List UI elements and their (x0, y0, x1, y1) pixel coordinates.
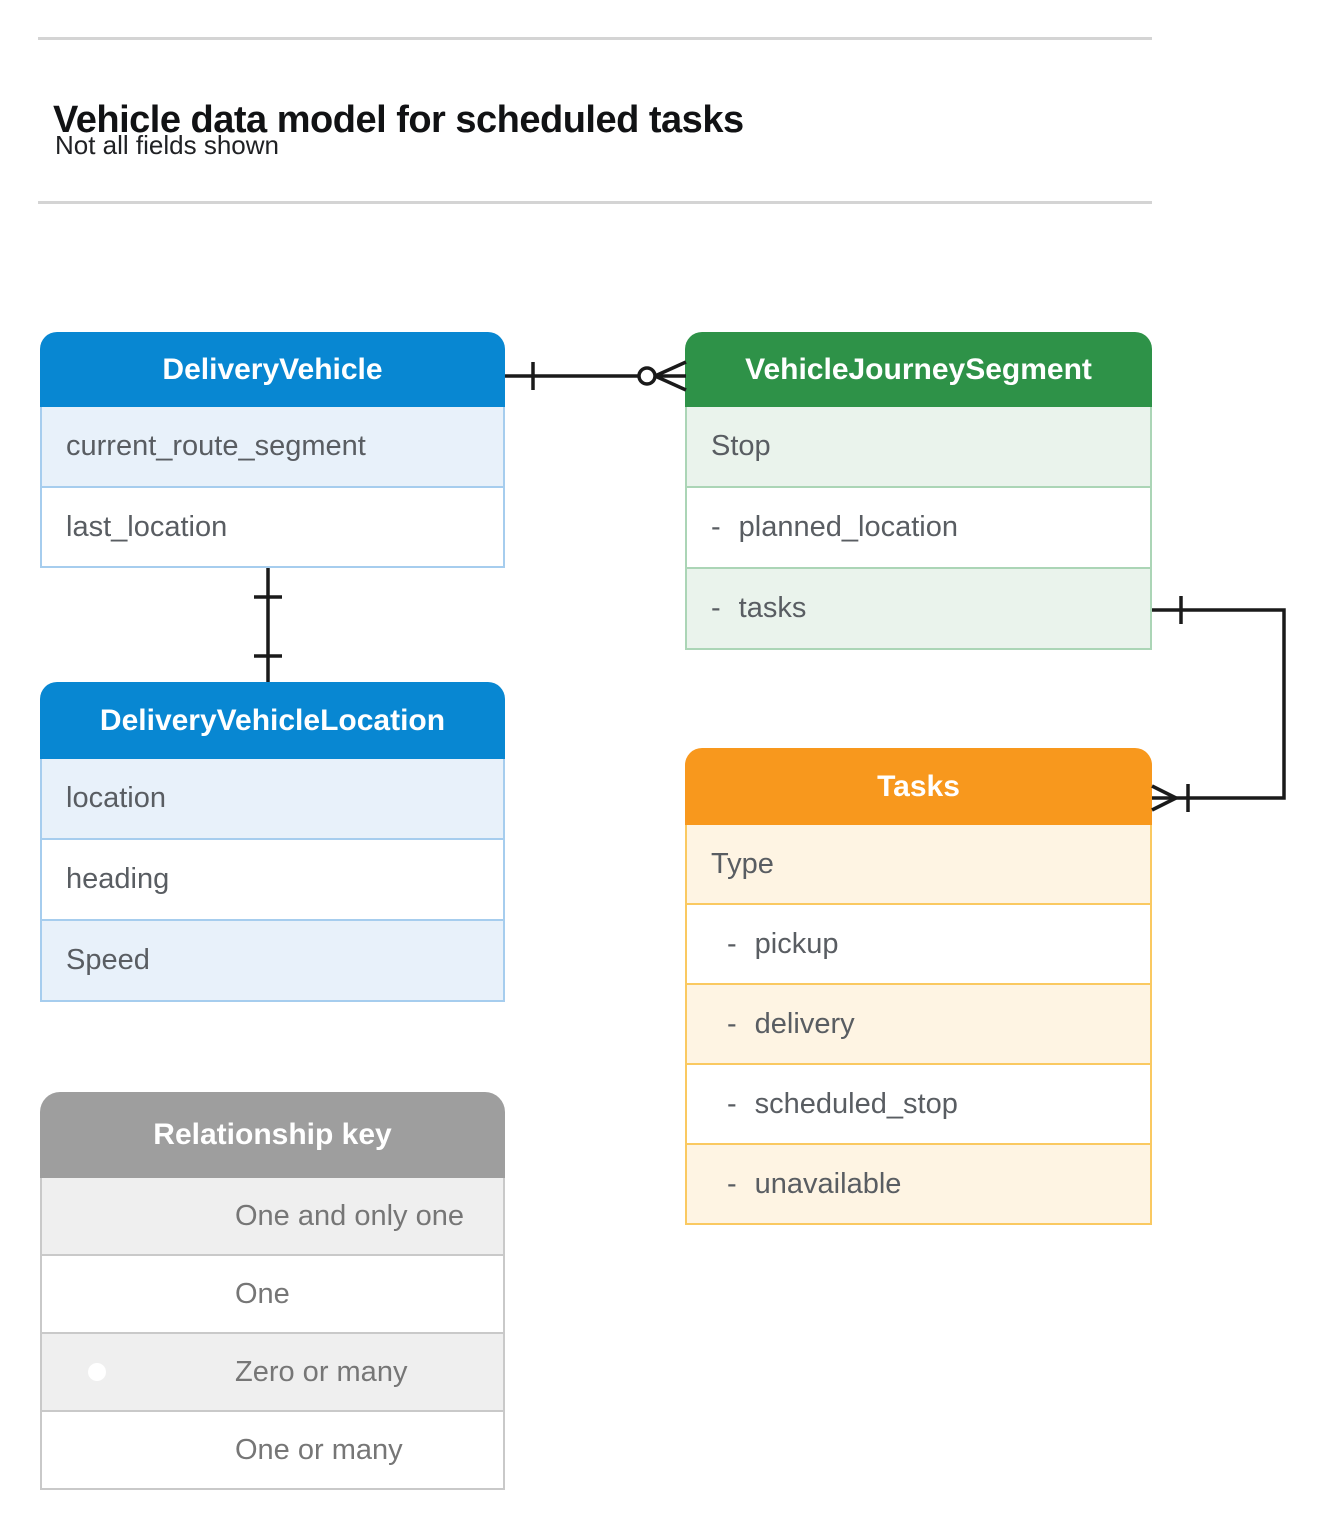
entity-title: DeliveryVehicleLocation (99, 703, 446, 737)
legend-row: One and only one (40, 1178, 505, 1256)
relationship-key-header: Relationship key (40, 1092, 505, 1178)
entity-delivery-vehicle-header: DeliveryVehicle (40, 332, 505, 407)
connector-deliveryvehicle-journeysegment (505, 360, 687, 392)
entity-vehicle-journey-segment-header: VehicleJourneySegment (685, 332, 1152, 407)
entity-title: VehicleJourneySegment (745, 352, 1092, 386)
field-dash: - (711, 592, 721, 624)
field-label: last_location (66, 510, 228, 543)
one-or-many-icon (57, 1428, 207, 1472)
field-row: - pickup (685, 905, 1152, 985)
field-row: - unavailable (685, 1145, 1152, 1225)
entity-delivery-vehicle: DeliveryVehicle current_route_segment la… (40, 332, 505, 568)
zero-or-many-icon (88, 1363, 106, 1381)
field-label: location (66, 782, 166, 814)
entity-delivery-vehicle-location: DeliveryVehicleLocation location heading… (40, 682, 505, 1002)
entity-tasks: Tasks Type - pickup - delivery - schedul… (685, 748, 1152, 1225)
field-label: Stop (711, 430, 771, 462)
crow-foot-prong (654, 374, 687, 392)
field-row: - delivery (685, 985, 1152, 1065)
crow-foot-prong (654, 360, 687, 378)
field-label: pickup (754, 927, 839, 960)
one-and-only-one-icon (57, 1194, 207, 1238)
field-dash: - (727, 1087, 737, 1120)
crow-foot-prong (1151, 784, 1177, 800)
legend-row: Zero or many (40, 1334, 505, 1412)
field-label: planned_location (738, 511, 958, 543)
entity-title: DeliveryVehicle (162, 352, 383, 386)
field-row: Speed (40, 921, 505, 1002)
field-label: tasks (738, 592, 807, 624)
field-row: - planned_location (685, 488, 1152, 569)
legend-row: One (40, 1256, 505, 1334)
legend-row: One or many (40, 1412, 505, 1490)
page-title: Vehicle data model for scheduled tasks (53, 99, 744, 142)
entity-delivery-vehicle-location-header: DeliveryVehicleLocation (40, 682, 505, 759)
field-dash: - (727, 927, 737, 960)
legend-label: Zero or many (235, 1355, 408, 1388)
zero-circle (637, 366, 657, 386)
field-label: Speed (66, 944, 150, 976)
field-dash: - (727, 1167, 737, 1200)
field-row: current_route_segment (40, 407, 505, 488)
field-row: Stop (685, 407, 1152, 488)
one-icon (57, 1272, 207, 1316)
relationship-key: Relationship key One and only one One Ze… (40, 1092, 505, 1490)
entity-vehicle-journey-segment: VehicleJourneySegment Stop - planned_loc… (685, 332, 1152, 650)
field-row: - scheduled_stop (685, 1065, 1152, 1145)
field-dash: - (727, 1007, 737, 1040)
field-label: unavailable (754, 1167, 902, 1200)
field-label: scheduled_stop (754, 1087, 958, 1120)
field-label: Type (711, 847, 774, 880)
page-subtitle: Not all fields shown (55, 130, 279, 160)
field-row: location (40, 759, 505, 840)
header-divider (38, 201, 1152, 204)
legend-label: One or many (235, 1433, 403, 1466)
field-row: heading (40, 840, 505, 921)
field-label: delivery (754, 1007, 855, 1040)
entity-tasks-header: Tasks (685, 748, 1152, 825)
entity-title: Tasks (877, 769, 960, 803)
field-dash: - (711, 511, 721, 543)
top-divider (38, 37, 1152, 40)
connector-deliveryvehicle-location (254, 568, 282, 682)
connector-line (1152, 608, 1286, 800)
field-row: Type (685, 825, 1152, 905)
legend-label: One and only one (235, 1199, 464, 1232)
field-label: current_route_segment (66, 430, 366, 462)
field-row: last_location (40, 488, 505, 568)
relationship-key-title: Relationship key (153, 1118, 392, 1151)
field-label: heading (66, 863, 170, 895)
connector-journeysegment-tasks (1151, 596, 1286, 812)
legend-label: One (235, 1277, 290, 1310)
crow-foot-prong (1151, 796, 1177, 812)
field-row: - tasks (685, 569, 1152, 650)
